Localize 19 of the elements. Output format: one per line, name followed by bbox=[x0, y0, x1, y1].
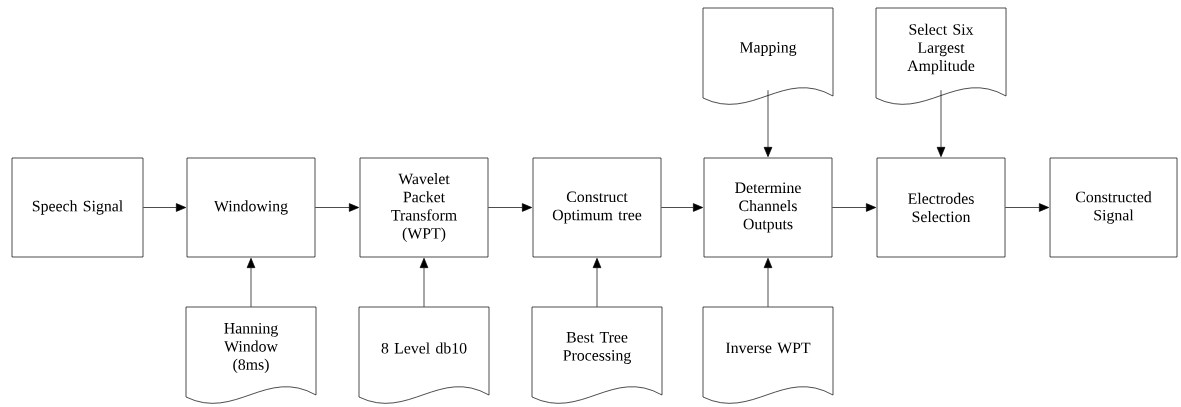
process-box: Wavelet Packet Transform (WPT) bbox=[359, 157, 489, 258]
arrow bbox=[763, 257, 773, 308]
process-box: Determine Channels Outputs bbox=[703, 157, 833, 258]
arrow bbox=[832, 203, 877, 212]
arrow bbox=[1005, 203, 1050, 212]
arrow bbox=[246, 257, 256, 308]
process-box: Speech Signal bbox=[11, 157, 144, 258]
process-box: Construct Optimum tree bbox=[532, 157, 662, 258]
arrow bbox=[419, 257, 429, 308]
arrow bbox=[315, 203, 360, 212]
arrow bbox=[936, 89, 946, 158]
process-box: Constructed Signal bbox=[1049, 157, 1178, 258]
arrow bbox=[143, 203, 187, 212]
process-box: Electrodes Selection bbox=[876, 157, 1006, 258]
arrow bbox=[763, 89, 773, 158]
arrow bbox=[592, 257, 602, 308]
process-box: Windowing bbox=[186, 157, 316, 258]
arrow bbox=[661, 203, 704, 212]
arrow bbox=[488, 203, 533, 212]
